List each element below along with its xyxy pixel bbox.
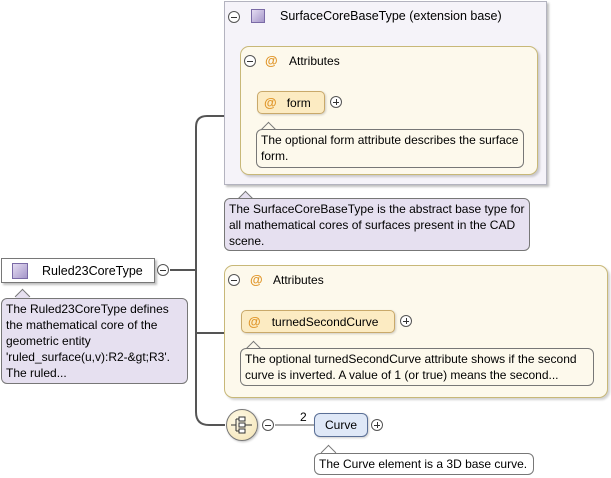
curve-element[interactable]: Curve xyxy=(314,413,368,437)
curve-element-description: The Curve element is a 3D base curve. xyxy=(314,453,534,475)
collapse-icon[interactable] xyxy=(157,264,169,276)
complex-type-icon xyxy=(12,262,28,279)
attribute-icon: @ xyxy=(248,314,261,329)
attribute-turned-second-curve-label: turnedSecondCurve xyxy=(271,314,379,329)
attribute-icon: @ xyxy=(250,272,263,287)
collapse-icon[interactable] xyxy=(244,55,256,67)
attribute-turned-second-curve-description: The optional turnedSecondCurve attribute… xyxy=(240,348,594,386)
extension-attributes-title: Attributes xyxy=(289,54,340,68)
collapse-icon[interactable] xyxy=(228,11,240,23)
extension-base-title: SurfaceCoreBaseType (extension base) xyxy=(280,9,502,23)
sequence-icon xyxy=(231,416,252,434)
extension-base-description: The SurfaceCoreBaseType is the abstract … xyxy=(224,198,530,251)
curve-element-label: Curve xyxy=(324,418,357,432)
attribute-form-label: form xyxy=(286,95,311,110)
attribute-icon: @ xyxy=(265,53,278,68)
expand-icon[interactable] xyxy=(371,419,383,431)
complex-type-icon xyxy=(251,9,265,23)
attribute-form-description: The optional form attribute describes th… xyxy=(256,129,524,168)
root-type-description: The Ruled23CoreType defines the mathemat… xyxy=(1,298,188,384)
attribute-icon: @ xyxy=(264,95,277,110)
attribute-turned-second-curve[interactable]: @ turnedSecondCurve xyxy=(241,310,395,333)
curve-cardinality: 2 xyxy=(300,410,307,424)
collapse-icon[interactable] xyxy=(228,274,240,286)
root-type-box[interactable]: Ruled23CoreType xyxy=(1,258,155,283)
attribute-form[interactable]: @ form xyxy=(257,91,325,114)
expand-icon[interactable] xyxy=(400,315,412,327)
root-type-label: Ruled23CoreType xyxy=(42,263,143,278)
expand-icon[interactable] xyxy=(330,96,342,108)
collapse-icon[interactable] xyxy=(262,419,274,431)
own-attributes-title: Attributes xyxy=(273,273,324,287)
